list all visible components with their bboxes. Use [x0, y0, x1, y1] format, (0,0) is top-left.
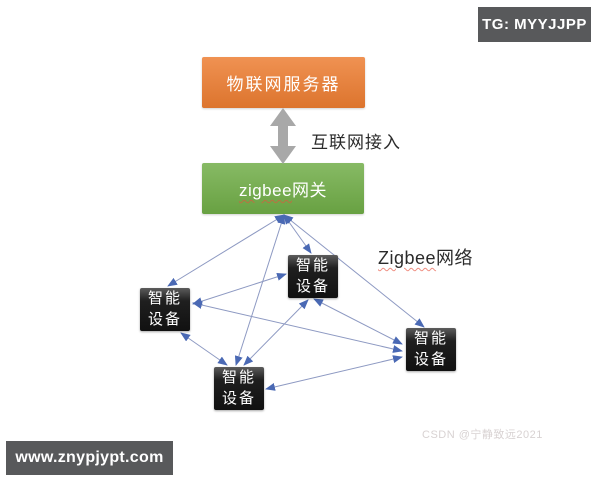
- device-node-label: 智能: [413, 330, 448, 348]
- site-badge: www.znypjypt.com: [6, 441, 173, 475]
- zigbee-gateway-node: zigbee网关: [202, 163, 364, 214]
- device-node-label: 智能: [295, 257, 330, 275]
- mesh-edge: [313, 298, 403, 345]
- device-node-label: 智能: [147, 290, 182, 308]
- mesh-edge: [265, 355, 403, 391]
- zigbee-gateway-label-latin: zigbee: [238, 181, 293, 200]
- iot-server-label: 物联网服务器: [226, 75, 341, 94]
- tg-badge: TG: MYYJJPP: [478, 7, 591, 42]
- iot-server-node: 物联网服务器: [202, 57, 365, 108]
- device-node-right: 智能设备: [406, 328, 456, 371]
- mesh-edge: [243, 299, 309, 366]
- device-node-label: 智能: [221, 369, 256, 387]
- mesh-edge: [234, 214, 286, 366]
- internet-link-arrow: [270, 108, 296, 164]
- zigbee-network-label: Zigbee网络: [378, 244, 473, 270]
- mesh-edge: [192, 272, 287, 306]
- mesh-edge: [167, 214, 285, 287]
- csdn-watermark: CSDN @宁静致远2021: [422, 429, 543, 441]
- zigbee-gateway-label-cjk: 网关: [292, 181, 328, 200]
- zigbee-gateway-label: zigbee网关: [239, 176, 327, 201]
- mesh-edges-layer: [167, 214, 425, 391]
- mesh-edge: [180, 332, 228, 366]
- device-node-label: 设备: [221, 389, 256, 407]
- device-node-label: 设备: [295, 277, 330, 295]
- mesh-edge: [283, 214, 312, 254]
- device-node-label: 设备: [413, 350, 448, 368]
- device-node-top: 智能设备: [288, 255, 338, 298]
- mesh-edge: [192, 301, 403, 353]
- zigbee-network-label-latin: Zigbee: [378, 248, 437, 268]
- zigbee-network-label-cjk: 网络: [436, 248, 474, 268]
- device-node-label: 设备: [147, 310, 182, 328]
- device-node-left: 智能设备: [140, 288, 190, 331]
- internet-access-label: 互联网接入: [311, 133, 401, 152]
- device-node-bottom: 智能设备: [214, 367, 264, 410]
